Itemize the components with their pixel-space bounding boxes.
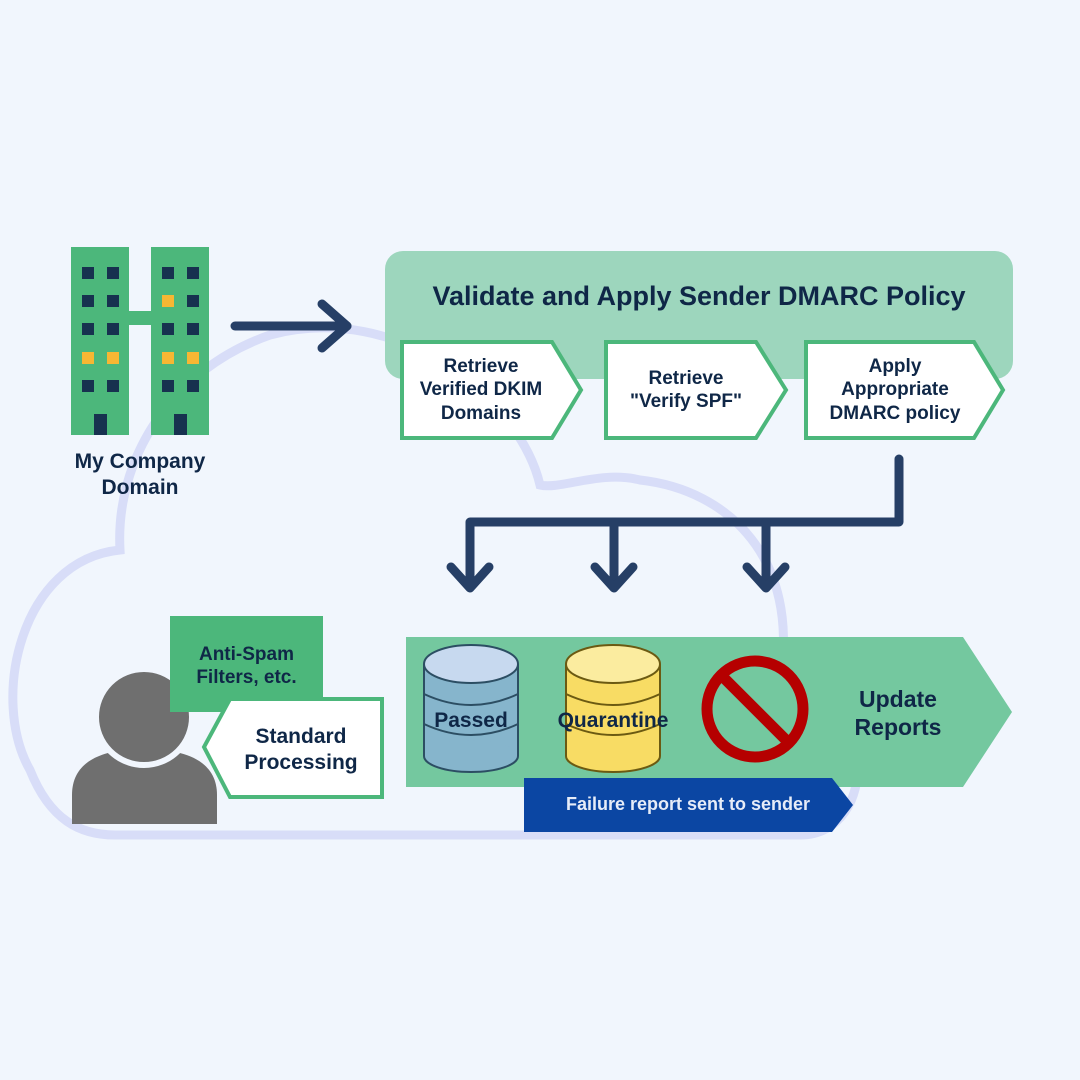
failure-report-label: Failure report sent to sender [565, 794, 811, 815]
prohibited-icon [701, 655, 809, 763]
step-chevron-1 [400, 340, 584, 440]
step-chevron-3 [804, 340, 1006, 440]
quarantine-database-icon [565, 644, 661, 773]
step-chevron-2 [604, 340, 789, 440]
antispam-box [170, 616, 323, 712]
quarantine-label: Quarantine [557, 709, 669, 733]
passed-label: Passed [434, 709, 508, 733]
failure-report-banner [524, 778, 853, 832]
user-icon [72, 666, 217, 824]
policy-panel-title: Validate and Apply Sender DMARC Policy [432, 280, 966, 311]
passed-database-icon [423, 644, 519, 773]
step-retrieve-spf: Retrieve"Verify SPF" [629, 367, 742, 412]
flow-arrow [230, 299, 352, 353]
distribution-arrows [446, 454, 904, 593]
office-buildings-icon [71, 247, 209, 435]
standard-processing-chevron [201, 697, 384, 799]
